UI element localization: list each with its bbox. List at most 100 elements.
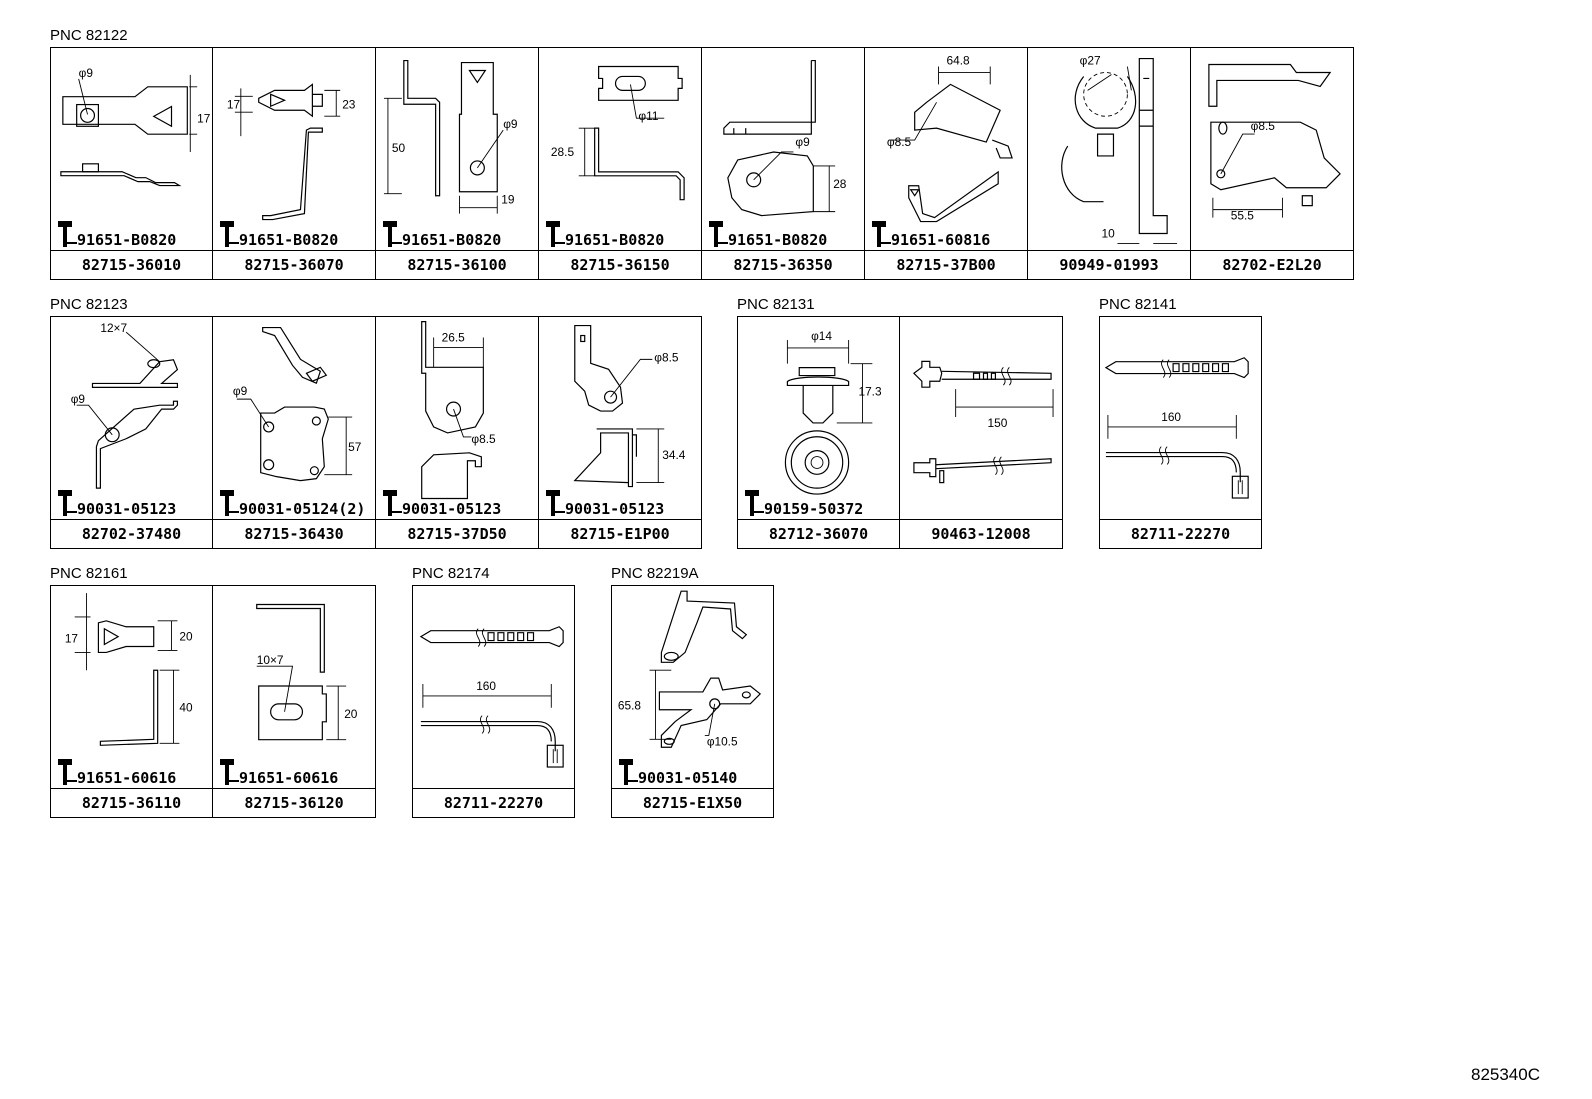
part-number: 82711-22270 xyxy=(1100,519,1261,548)
bolt-icon xyxy=(58,221,77,247)
part-drawing: φ9 50 19 xyxy=(383,59,518,214)
part-number: 82715-37B00 xyxy=(865,250,1027,279)
part-number: 82715-36150 xyxy=(539,250,701,279)
part-number: 82715-36110 xyxy=(51,788,212,817)
part-number: 82715-36350 xyxy=(702,250,864,279)
part-cell[interactable]: φ11 28.5 91651-B0820 82715-36150 xyxy=(539,47,702,280)
bolt-icon xyxy=(745,490,764,516)
bolt-label: 91651-60616 xyxy=(217,757,338,787)
svg-text:φ27: φ27 xyxy=(1080,54,1101,68)
part-drawing: 160 xyxy=(1104,357,1249,499)
group-label-82141: PNC 82141 xyxy=(1099,296,1177,313)
part-drawing: 10×7 20 xyxy=(256,603,358,741)
svg-text:17: 17 xyxy=(197,111,210,125)
part-number: 82715-37D50 xyxy=(376,519,538,548)
group-label-82123: PNC 82123 xyxy=(50,296,128,313)
svg-text:φ8.5: φ8.5 xyxy=(1251,119,1276,133)
svg-text:26.5: 26.5 xyxy=(442,330,466,344)
part-cell[interactable]: 160 82711-22270 xyxy=(412,585,575,818)
svg-text:28.5: 28.5 xyxy=(551,145,575,159)
part-drawing: 12×7 φ9 xyxy=(71,321,179,489)
part-cell[interactable]: φ10.5 65.8 90031-05140 82715-E1X50 xyxy=(611,585,774,818)
part-cell[interactable]: 17 φ9 91651-B0820 82715-36010 xyxy=(50,47,213,280)
bolt-label: 91651-60816 xyxy=(869,219,990,249)
svg-text:10: 10 xyxy=(1102,226,1116,240)
bolt-label: 90159-50372 xyxy=(742,488,863,518)
bolt-label: 90031-05123 xyxy=(543,488,664,518)
bolt-label: 91651-B0820 xyxy=(543,219,664,249)
part-cell[interactable]: 17 23 91651-B0820 82715-36070 xyxy=(213,47,376,280)
part-number: 82702-37480 xyxy=(51,519,212,548)
bolt-icon xyxy=(383,490,402,516)
bolt-label: 91651-60616 xyxy=(55,757,176,787)
bolt-icon xyxy=(58,759,77,785)
svg-text:φ9: φ9 xyxy=(79,66,94,80)
part-drawing: 64.8 φ8.5 xyxy=(887,54,1013,223)
part-cell[interactable]: 160 82711-22270 xyxy=(1099,316,1262,549)
part-number: 90949-01993 xyxy=(1028,250,1190,279)
part-number: 82715-36120 xyxy=(213,788,375,817)
bolt-icon xyxy=(709,221,728,247)
svg-text:17: 17 xyxy=(227,97,241,111)
part-cell[interactable]: 12×7 φ9 90031-05123 82702-37480 xyxy=(50,316,213,549)
svg-text:φ9: φ9 xyxy=(71,392,86,406)
svg-text:65.8: 65.8 xyxy=(618,699,641,713)
part-cell[interactable]: φ9 57 90031-05124(2) 82715-36430 xyxy=(213,316,376,549)
part-drawing: 17 φ9 xyxy=(60,66,210,187)
part-drawing: 17 23 xyxy=(227,83,356,221)
part-number: 82715-E1X50 xyxy=(612,788,773,817)
part-cell[interactable]: φ27 10 90949-01993 xyxy=(1028,47,1191,280)
part-cell[interactable]: φ9 28 91651-B0820 82715-36350 xyxy=(702,47,865,280)
part-drawing: φ8.5 55.5 xyxy=(1208,63,1341,223)
part-drawing: 26.5 φ8.5 xyxy=(421,321,496,500)
part-cell[interactable]: 10×7 20 91651-60616 82715-36120 xyxy=(213,585,376,818)
part-drawing: 150 xyxy=(913,360,1054,484)
svg-text:φ14: φ14 xyxy=(811,329,832,343)
part-cell[interactable]: 26.5 φ8.5 90031-05123 82715-37D50 xyxy=(376,316,539,549)
svg-text:φ8.5: φ8.5 xyxy=(654,350,679,364)
part-drawing: φ11 28.5 xyxy=(551,65,685,201)
svg-text:50: 50 xyxy=(392,141,406,155)
svg-text:20: 20 xyxy=(344,707,358,721)
svg-text:160: 160 xyxy=(476,679,496,693)
bolt-label: 90031-05123 xyxy=(380,488,501,518)
part-cell[interactable]: 17 20 40 91651-60616 82715-36110 xyxy=(50,585,213,818)
bolt-icon xyxy=(546,221,565,247)
group-label-82219A: PNC 82219A xyxy=(611,565,699,582)
part-cell[interactable]: φ8.5 34.4 90031-05123 82715-E1P00 xyxy=(539,316,702,549)
bolt-icon xyxy=(619,759,638,785)
part-drawing: φ8.5 34.4 xyxy=(573,324,686,488)
part-number: 82715-36070 xyxy=(213,250,375,279)
svg-text:12×7: 12×7 xyxy=(100,321,127,335)
bolt-label: 90031-05140 xyxy=(616,757,737,787)
group-label-82131: PNC 82131 xyxy=(737,296,815,313)
svg-text:φ10.5: φ10.5 xyxy=(707,734,738,748)
bolt-label: 90031-05123 xyxy=(55,488,176,518)
part-drawing: 17 20 40 xyxy=(65,593,193,746)
part-cell[interactable]: 150 90463-12008 xyxy=(900,316,1063,549)
svg-text:17: 17 xyxy=(65,632,78,646)
bolt-label: 91651-B0820 xyxy=(217,219,338,249)
part-drawing: 160 xyxy=(419,626,564,768)
svg-text:23: 23 xyxy=(342,97,356,111)
part-number: 82715-36010 xyxy=(51,250,212,279)
bolt-icon xyxy=(546,490,565,516)
svg-text:φ8.5: φ8.5 xyxy=(471,432,496,446)
part-drawing: φ14 17.3 xyxy=(784,329,882,495)
part-number: 82712-36070 xyxy=(738,519,899,548)
bolt-icon xyxy=(58,490,77,516)
part-cell[interactable]: 64.8 φ8.5 91651-60816 82715-37B00 xyxy=(865,47,1028,280)
bolt-icon xyxy=(220,221,239,247)
svg-text:34.4: 34.4 xyxy=(662,448,686,462)
part-cell[interactable]: φ14 17.3 90159-50372 82712-36070 xyxy=(737,316,900,549)
group-label-82161: PNC 82161 xyxy=(50,565,128,582)
part-number: 82715-36430 xyxy=(213,519,375,548)
part-drawing: φ27 10 xyxy=(1061,54,1178,244)
svg-text:150: 150 xyxy=(987,416,1007,430)
part-cell[interactable]: φ8.5 55.5 82702-E2L20 xyxy=(1191,47,1354,280)
svg-text:φ9: φ9 xyxy=(795,135,810,149)
part-cell[interactable]: φ9 50 19 91651-B0820 82715-36100 xyxy=(376,47,539,280)
bolt-icon xyxy=(383,221,402,247)
part-number: 82702-E2L20 xyxy=(1191,250,1353,279)
svg-text:19: 19 xyxy=(501,193,515,207)
